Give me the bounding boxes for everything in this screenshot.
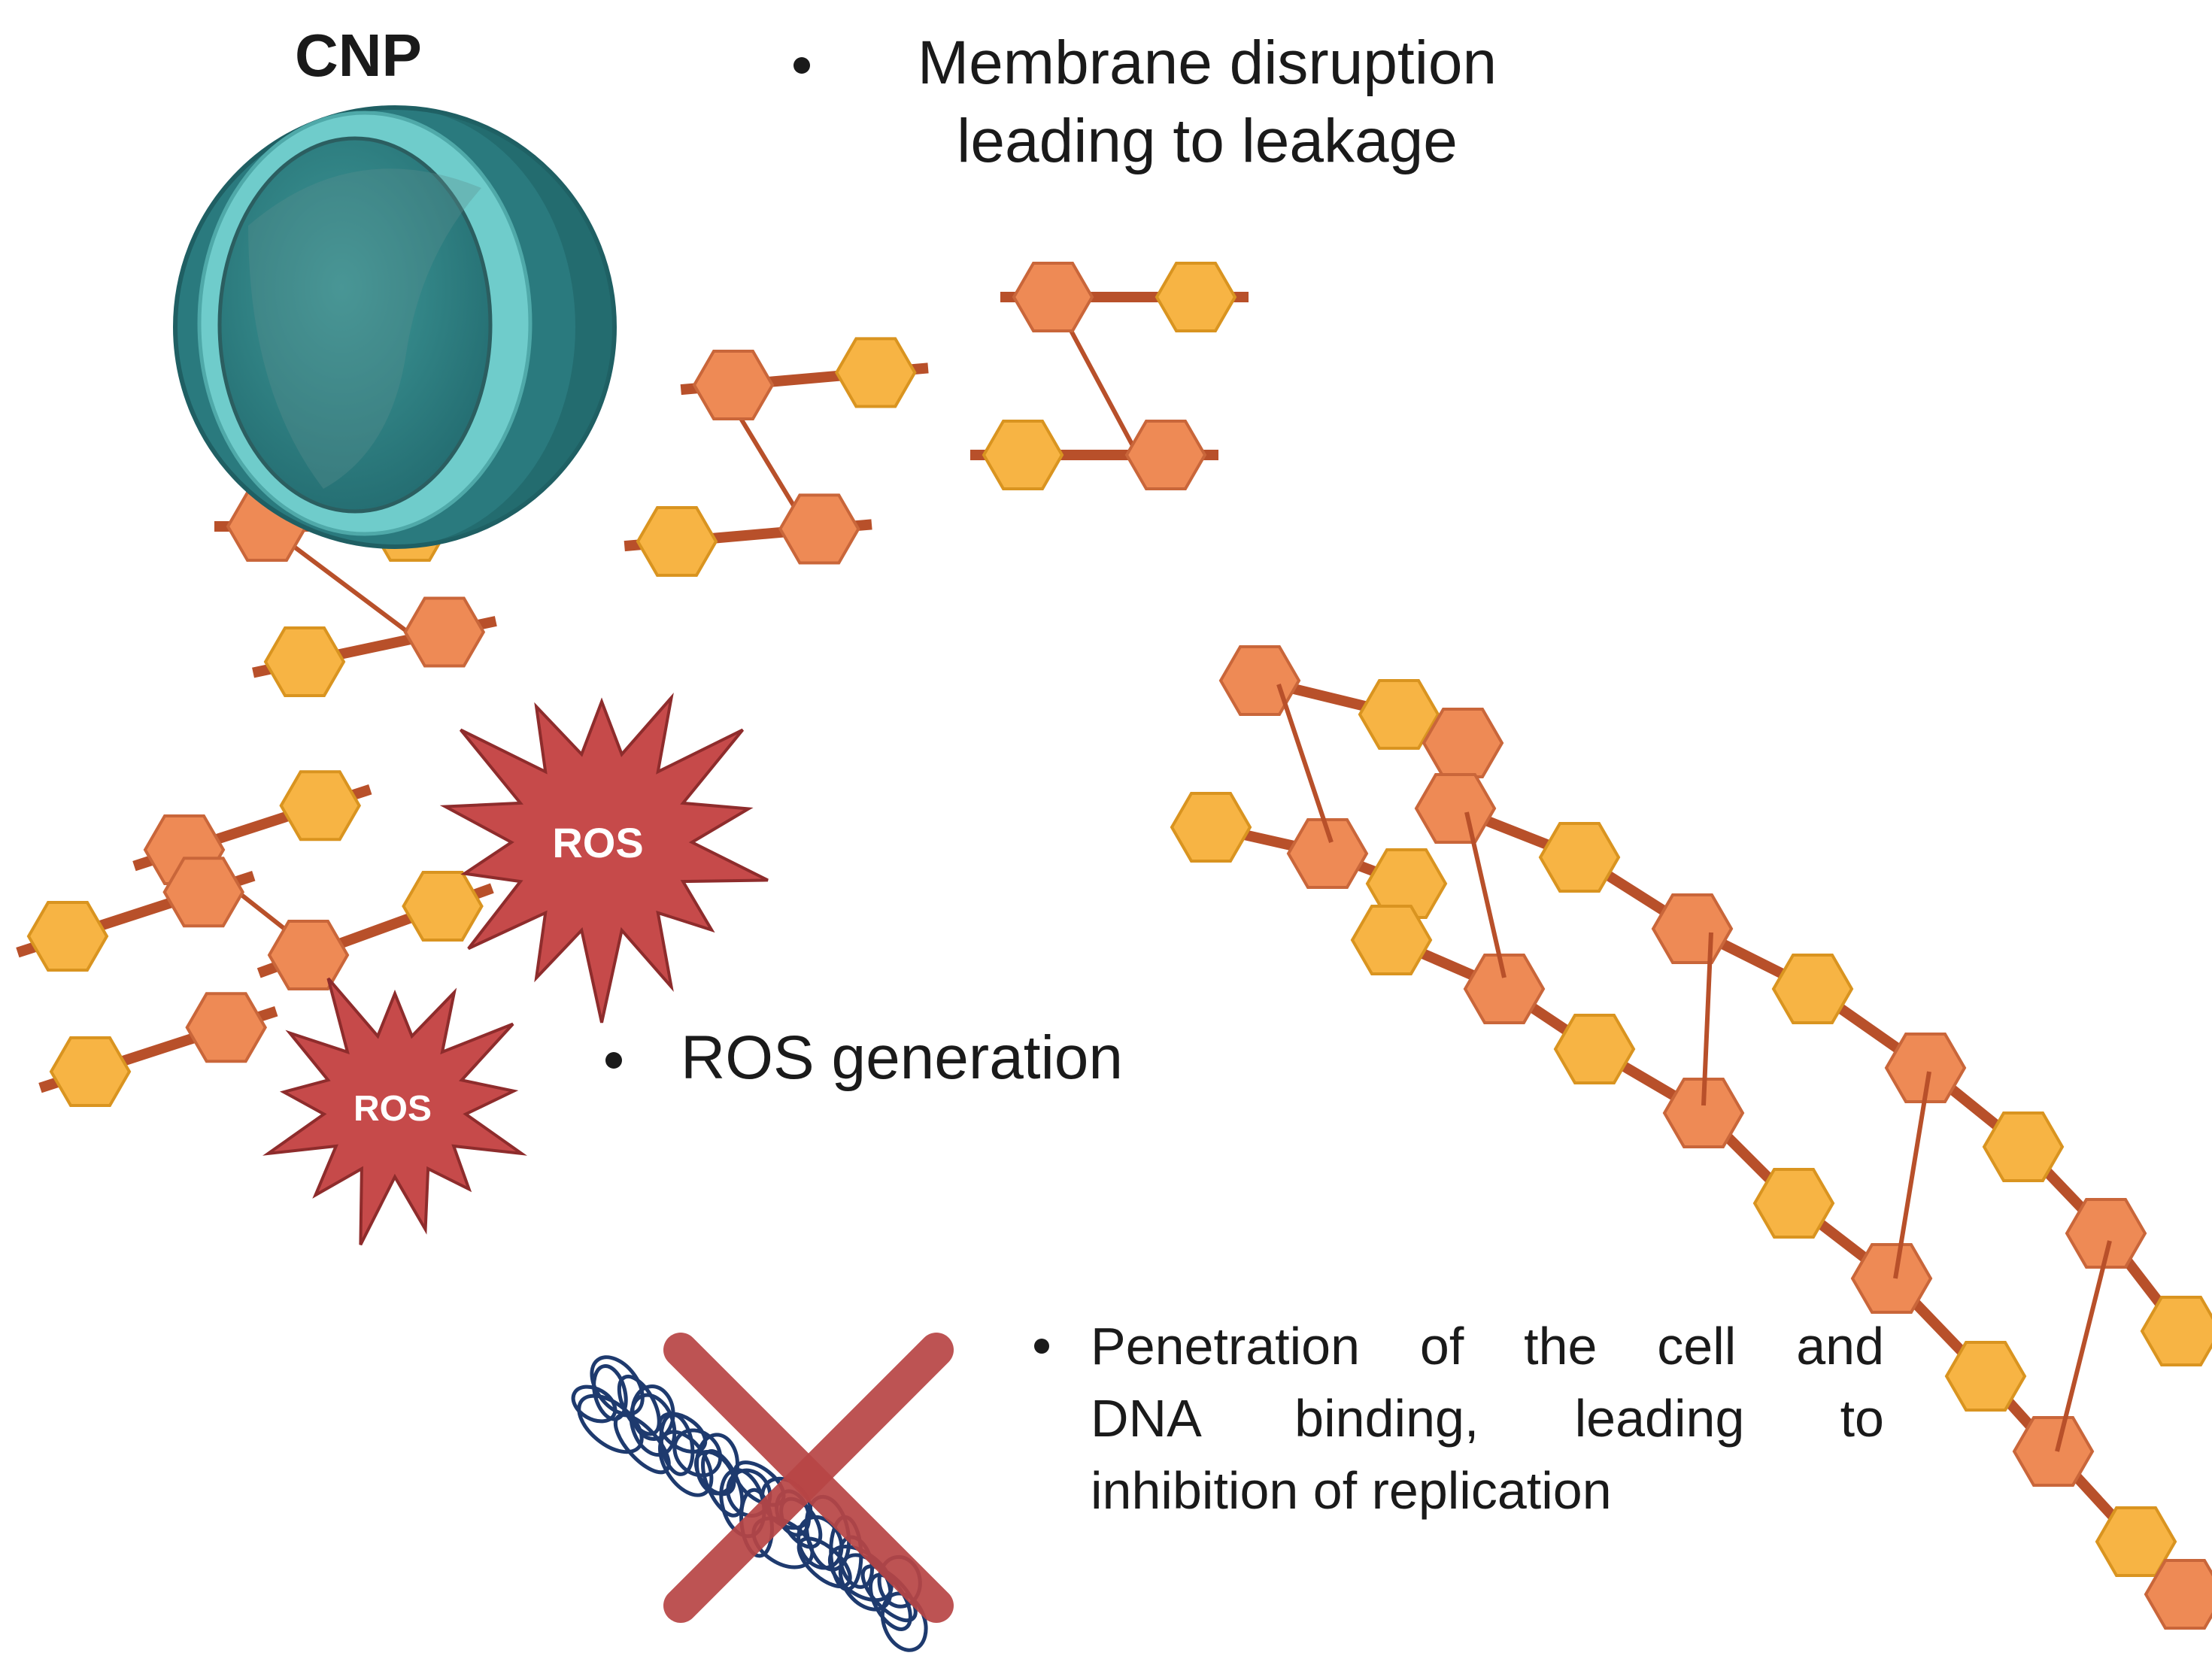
nanoparticle-title: CNP [295, 22, 422, 89]
chain-link [1893, 1071, 1931, 1279]
sugar-unit-light [1771, 954, 1854, 1024]
penetration-line-3: inhibition of replication [1091, 1461, 1612, 1520]
chain-link [1701, 932, 1713, 1106]
sugar-unit-dark [1124, 420, 1207, 490]
sugar-unit-dark [1286, 818, 1369, 889]
cross-icon [663, 1333, 954, 1623]
sugar-unit-light [1553, 1014, 1636, 1084]
sugar-unit-dark [1422, 708, 1504, 778]
sugar-unit-light [1982, 1111, 2065, 1182]
sugar-unit-light [1752, 1168, 1835, 1239]
sugar-unit-light [26, 901, 109, 972]
sugar-unit-dark [1651, 893, 1734, 964]
sugar-unit-dark [2144, 1559, 2212, 1630]
sugar-unit-dark [403, 596, 486, 668]
dna-loop [693, 1450, 736, 1497]
sugar-unit-dark [1662, 1078, 1745, 1148]
sugar-unit-light [1358, 679, 1440, 750]
sugar-unit-light [49, 1036, 132, 1107]
penetration-text: Penetration of the cell and DNA binding,… [1034, 1310, 1884, 1527]
ros-burst-label-large: ROS [552, 819, 643, 866]
sugar-unit-light [279, 770, 362, 842]
sugar-unit-dark [267, 920, 350, 990]
sugar-unit-light [1170, 792, 1252, 863]
chain-link [1464, 811, 1507, 978]
sugar-unit-light [1155, 262, 1237, 332]
sugar-unit-dark [2012, 1416, 2095, 1487]
sugar-unit-light [2140, 1296, 2212, 1366]
bullet-dot [605, 1052, 622, 1069]
bullet-dot [793, 57, 810, 74]
dna-loop [659, 1412, 695, 1476]
sugar-unit-light [1538, 822, 1621, 893]
sugar-unit-dark [1463, 954, 1546, 1024]
sugar-unit-dark [778, 493, 860, 565]
sugar-unit-light [263, 626, 346, 697]
bullet-dot [1034, 1339, 1049, 1354]
sugar-unit-dark [1850, 1243, 1933, 1314]
ros-burst-icon: ROS [262, 977, 527, 1246]
ros-burst-icon: ROS [439, 692, 769, 1024]
penetration-line-2: DNA binding, leading to [1091, 1389, 1884, 1448]
chain-link [2055, 1240, 2112, 1452]
sugar-unit-dark [692, 350, 775, 420]
sugar-unit-dark [185, 992, 268, 1063]
sugar-unit-light [1350, 905, 1433, 975]
chain-link [1276, 684, 1334, 843]
ros-generation-line: ROS generation [681, 1024, 1124, 1092]
sugar-unit-dark [1218, 645, 1301, 716]
peptidoglycan-chains [16, 262, 2212, 1630]
sugar-unit-light [1365, 848, 1448, 919]
sugar-unit-light [636, 506, 718, 577]
membrane-line-2: leading to leakage [957, 107, 1458, 175]
membrane-disruption-text: Membrane disruption leading to leakage [793, 24, 1546, 180]
sugar-unit-light [402, 871, 484, 942]
sugar-unit-light [982, 420, 1064, 490]
penetration-line-1: Penetration of the cell and [1091, 1317, 1884, 1375]
sugar-unit-light [834, 337, 917, 408]
sugar-unit-dark [162, 857, 245, 928]
sugar-unit-dark [1884, 1033, 1967, 1103]
membrane-line-1: Membrane disruption [917, 29, 1497, 97]
ros-burst-label-small: ROS [353, 1089, 432, 1129]
nanoparticle-icon [173, 105, 617, 549]
ros-generation-text: ROS generation [605, 1019, 1124, 1097]
dna-loop [571, 1384, 617, 1424]
sugar-unit-light [1944, 1341, 2027, 1412]
sugar-unit-dark [1414, 773, 1497, 844]
sugar-unit-dark [2065, 1198, 2147, 1269]
dna-loop [672, 1428, 723, 1478]
sugar-unit-dark [1012, 262, 1094, 332]
